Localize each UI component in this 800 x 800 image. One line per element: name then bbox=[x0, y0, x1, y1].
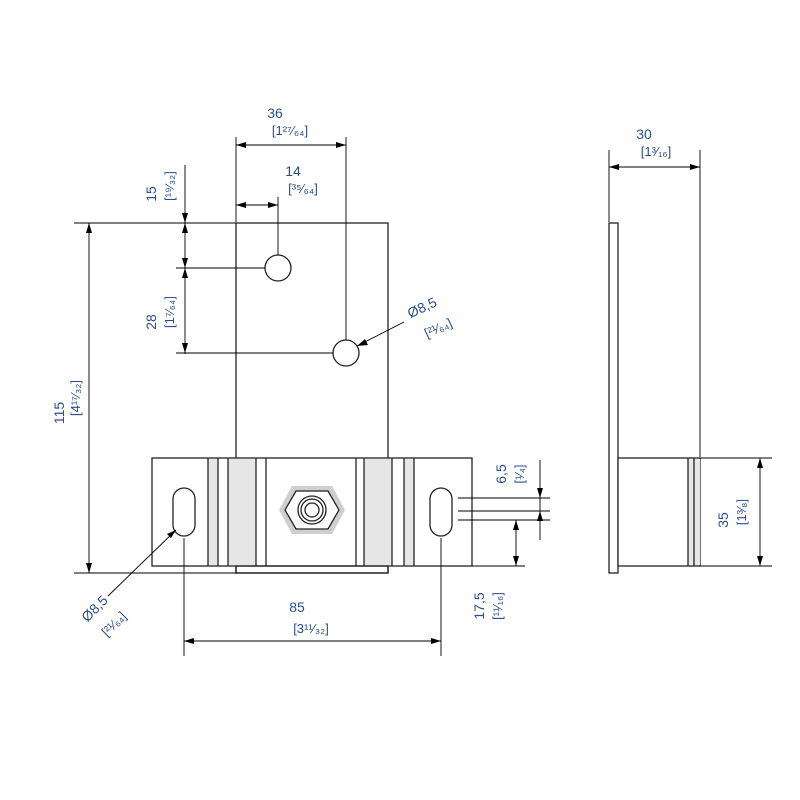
upper-hole-1 bbox=[264, 254, 292, 282]
side-view bbox=[608, 222, 701, 574]
dimension-lines bbox=[74, 137, 772, 656]
dim-lower-dia-imperial: [²¹⁄₆₄] bbox=[98, 608, 129, 639]
dim-14-metric: 14 bbox=[285, 163, 301, 179]
dim-28-imperial: [1⁷⁄₆₄] bbox=[162, 296, 177, 328]
dim-upper-dia-metric: Ø8,5 bbox=[405, 294, 439, 321]
upper-hole-2 bbox=[332, 339, 360, 367]
dim-85-metric: 85 bbox=[289, 599, 305, 615]
right-slot bbox=[429, 487, 453, 537]
dim-36-metric: 36 bbox=[267, 105, 283, 121]
dim-6-5-metric: 6,5 bbox=[493, 464, 509, 484]
dim-17-5-metric: 17,5 bbox=[471, 592, 487, 619]
dim-115-imperial: [4¹⁷⁄₃₂] bbox=[68, 380, 83, 416]
base-block bbox=[151, 457, 473, 574]
dim-15-imperial: [¹⁹⁄₃₂] bbox=[162, 171, 177, 201]
dim-30-imperial: [1³⁄₁₆] bbox=[641, 144, 672, 159]
left-slot bbox=[172, 487, 196, 537]
dim-115-metric: 115 bbox=[51, 402, 67, 425]
hex-nut bbox=[279, 486, 345, 534]
side-plate bbox=[608, 222, 619, 574]
front-view bbox=[151, 222, 473, 574]
dim-36-imperial: [1²⁷⁄₆₄] bbox=[272, 123, 308, 138]
dim-35-metric: 35 bbox=[715, 512, 731, 528]
dim-15-metric: 15 bbox=[143, 186, 159, 202]
dim-6-5-imperial: [¹⁄₄] bbox=[512, 464, 527, 483]
dim-85-imperial: [3¹¹⁄₃₂] bbox=[293, 621, 329, 636]
dim-14-imperial: [³⁵⁄₆₄] bbox=[288, 181, 318, 196]
side-block bbox=[617, 457, 701, 567]
dim-upper-dia-imperial: [²¹⁄₆₄] bbox=[422, 315, 454, 341]
dim-28-metric: 28 bbox=[143, 314, 159, 330]
dim-35-imperial: [1³⁄₈] bbox=[734, 499, 749, 525]
dim-17-5-imperial: [¹¹⁄₁₆] bbox=[490, 592, 505, 620]
dimension-labels: 36 [1²⁷⁄₆₄] 14 [³⁵⁄₆₄] 15 [¹⁹⁄₃₂] 28 [1⁷… bbox=[51, 105, 749, 639]
dim-30-metric: 30 bbox=[636, 126, 652, 142]
